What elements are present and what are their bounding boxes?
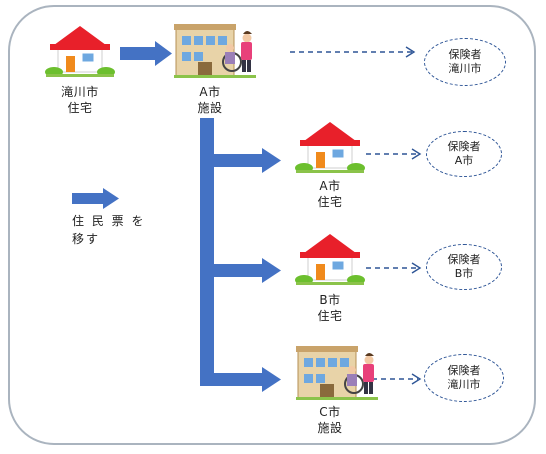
place-label-takikawa-home: 滝川市住宅 <box>61 85 99 115</box>
place-label-c-facility: C市施設 <box>317 405 343 435</box>
insurer-takikawa: 保険者滝川市 <box>424 38 506 86</box>
house-icon <box>294 233 366 286</box>
place-label-a-home: A市住宅 <box>317 179 343 209</box>
insurer-dashed-arrows <box>290 51 418 380</box>
place-label-a-facility: A市施設 <box>197 85 223 115</box>
facility-with-caregiver-icon <box>173 23 257 79</box>
insurer-takikawa-c: 保険者滝川市 <box>424 354 504 402</box>
house-icon <box>44 25 116 78</box>
facility-with-caregiver-icon <box>295 345 379 401</box>
legend-arrow <box>72 188 119 209</box>
move-arrow-home-to-a-facility <box>120 41 172 66</box>
move-branch-arrows <box>200 118 281 392</box>
house-icon <box>294 121 366 174</box>
legend-label: 住 民 票 を移す <box>72 214 146 246</box>
place-label-b-home: B市住宅 <box>317 293 343 323</box>
